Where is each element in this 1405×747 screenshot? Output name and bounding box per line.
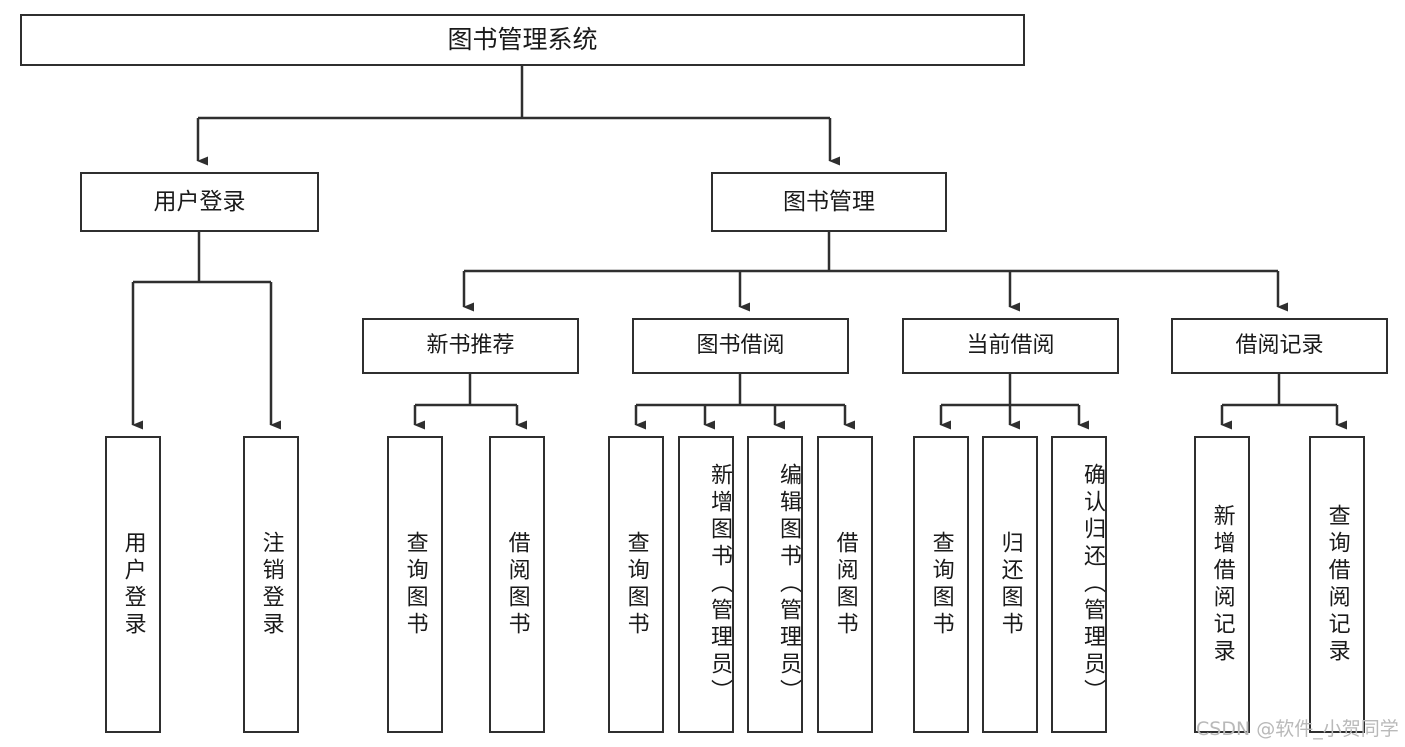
node-label: 图书管理系统 (447, 24, 598, 54)
node-label: 查询图书 (928, 530, 954, 639)
node-label: 查询借阅记录 (1324, 503, 1350, 666)
node-label: 用户登录 (120, 530, 146, 639)
node-root-book-management-system[interactable]: 图书管理系统 (20, 14, 1025, 66)
node-label: 查询图书 (402, 530, 428, 639)
node-leaf-confirm-return-admin[interactable]: 确认归还（管理员） (1051, 436, 1107, 733)
node-leaf-borrow-books[interactable]: 借阅图书 (817, 436, 873, 733)
node-label: 用户登录 (153, 188, 246, 215)
node-label: 当前借阅 (966, 333, 1055, 359)
node-leaf-add-book-admin[interactable]: 新增图书（管理员） (678, 436, 734, 733)
node-borrow-records[interactable]: 借阅记录 (1171, 318, 1388, 374)
node-leaf-borrow-books-new[interactable]: 借阅图书 (489, 436, 545, 733)
csdn-watermark: CSDN @软件_小贺同学 (1196, 718, 1399, 740)
node-leaf-query-books-new[interactable]: 查询图书 (387, 436, 443, 733)
node-leaf-edit-book-admin[interactable]: 编辑图书（管理员） (747, 436, 803, 733)
node-leaf-add-borrow-record[interactable]: 新增借阅记录 (1194, 436, 1250, 733)
node-leaf-query-borrow-record[interactable]: 查询借阅记录 (1309, 436, 1365, 733)
node-label: 图书借阅 (696, 333, 785, 359)
node-leaf-logout[interactable]: 注销登录 (243, 436, 299, 733)
node-label: 借阅图书 (832, 530, 858, 639)
node-label: 图书管理 (783, 188, 875, 215)
node-label: 新增借阅记录 (1209, 503, 1235, 666)
node-book-borrowing[interactable]: 图书借阅 (632, 318, 849, 374)
node-label: 确认归还（管理员） (1080, 463, 1105, 706)
node-label: 归还图书 (997, 530, 1023, 639)
node-label: 查询图书 (623, 530, 649, 639)
node-leaf-query-books-current[interactable]: 查询图书 (913, 436, 969, 733)
node-label: 借阅图书 (504, 530, 530, 639)
node-label: 注销登录 (258, 530, 284, 639)
node-label: 编辑图书（管理员） (776, 463, 801, 706)
node-new-book-recommendation[interactable]: 新书推荐 (362, 318, 579, 374)
node-leaf-query-books-borrow[interactable]: 查询图书 (608, 436, 664, 733)
node-book-management[interactable]: 图书管理 (711, 172, 947, 232)
node-leaf-return-books[interactable]: 归还图书 (982, 436, 1038, 733)
node-current-borrowing[interactable]: 当前借阅 (902, 318, 1119, 374)
node-user-login[interactable]: 用户登录 (80, 172, 319, 232)
node-label: 借阅记录 (1235, 333, 1324, 359)
node-leaf-user-login[interactable]: 用户登录 (105, 436, 161, 733)
node-label: 新书推荐 (426, 333, 515, 359)
node-label: 新增图书（管理员） (707, 463, 732, 706)
